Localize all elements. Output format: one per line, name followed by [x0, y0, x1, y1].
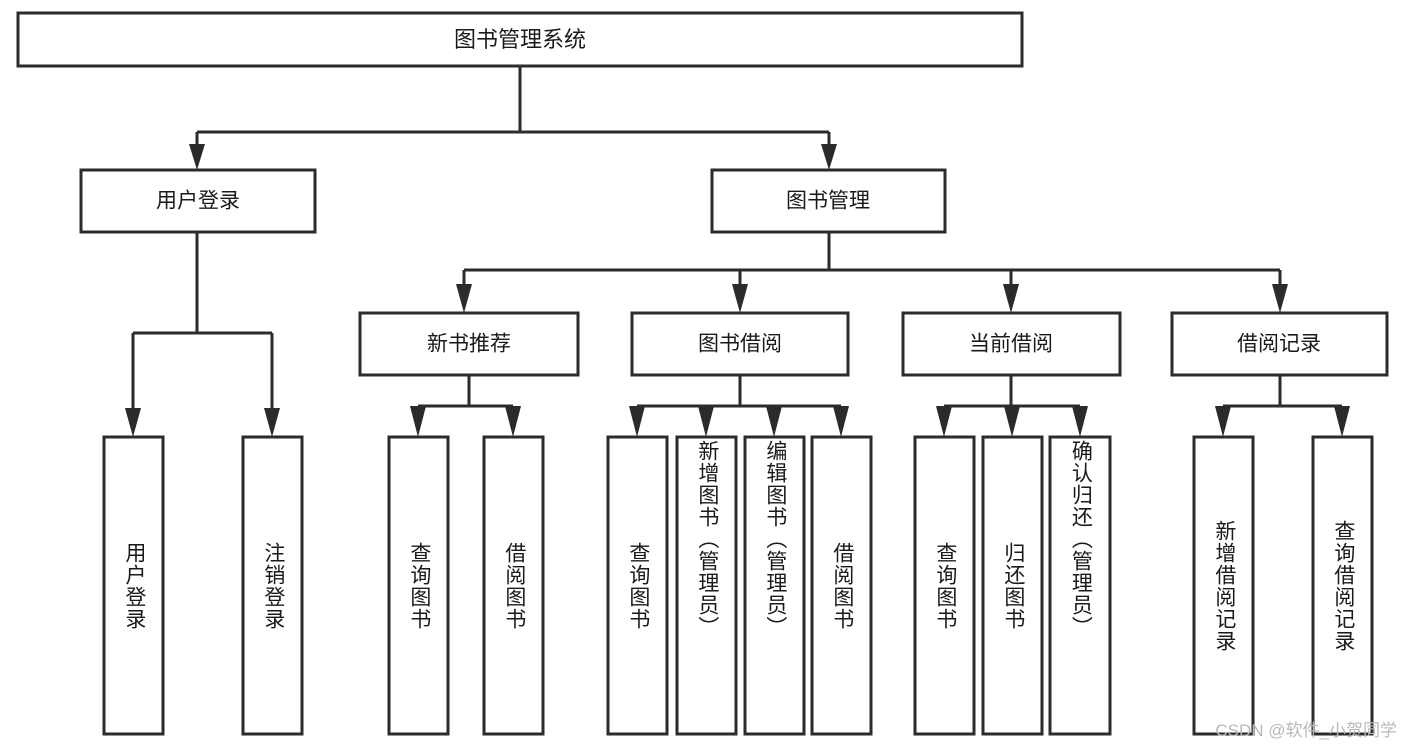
connectors-book-manage-to-level3: [456, 232, 1288, 313]
node-book-manage-label: 图书管理: [786, 190, 870, 213]
arrow-to-leaf-borrow-book-1: [505, 406, 521, 437]
connectors-root-to-level2: [189, 66, 837, 170]
leaf-user-login-box[interactable]: [102, 435, 165, 736]
node-book-borrow-label: 图书借阅: [698, 333, 782, 356]
arrow-to-leaf-query-book-1: [410, 406, 426, 437]
arrow-to-user-login: [189, 144, 205, 170]
connectors-current-borrow-to-leaves: [936, 375, 1088, 437]
node-user-login[interactable]: 用户登录: [79, 168, 317, 234]
node-borrow-record-box[interactable]: [1170, 311, 1389, 377]
node-new-book-rec-label: 新书推荐: [427, 333, 511, 356]
connectors-user-login-to-leaves: [125, 232, 280, 437]
arrow-to-leaf-edit-book: [766, 406, 782, 437]
leaf-query-book-2-box[interactable]: [606, 435, 669, 736]
leaf-logout-box[interactable]: [241, 435, 304, 736]
arrow-to-leaf-query-record: [1334, 406, 1350, 437]
csdn-watermark: CSDN @软件_小贺同学: [1215, 721, 1397, 740]
node-root[interactable]: 图书管理系统: [16, 11, 1024, 68]
arrow-to-leaf-logout: [264, 408, 280, 437]
node-current-borrow[interactable]: 当前借阅: [901, 311, 1122, 377]
node-user-login-label: 用户登录: [156, 190, 240, 213]
node-root-box[interactable]: [16, 11, 1024, 68]
leaf-query-record-box[interactable]: [1311, 435, 1374, 736]
arrow-to-leaf-query-book-3: [936, 406, 952, 437]
arrow-to-leaf-user-login: [125, 408, 141, 437]
connectors-borrow-record-to-leaves: [1215, 375, 1350, 437]
arrow-to-leaf-add-book: [698, 406, 714, 437]
arrow-to-new-book-rec: [456, 284, 472, 313]
leaf-borrow-book-1-box[interactable]: [482, 435, 545, 736]
arrow-to-book-borrow: [732, 284, 748, 313]
connectors-new-book-rec-to-leaves: [410, 375, 521, 437]
arrow-to-leaf-borrow-book-2: [833, 406, 849, 437]
node-book-manage[interactable]: 图书管理: [710, 168, 947, 234]
leaf-boxes: [102, 435, 1374, 736]
leaf-edit-book-box[interactable]: [743, 435, 806, 736]
leaf-add-record-box[interactable]: [1192, 435, 1255, 736]
node-new-book-rec-box[interactable]: [358, 311, 580, 377]
arrow-to-leaf-return-book: [1004, 406, 1020, 437]
arrow-to-leaf-confirm-return: [1072, 406, 1088, 437]
node-current-borrow-label: 当前借阅: [969, 333, 1053, 356]
node-root-label: 图书管理系统: [454, 27, 586, 52]
node-borrow-record-label: 借阅记录: [1237, 333, 1321, 356]
arrow-to-book-manage: [821, 144, 837, 170]
connectors-book-borrow-to-leaves: [629, 375, 849, 437]
leaf-borrow-book-2-box[interactable]: [810, 435, 873, 736]
node-current-borrow-box[interactable]: [901, 311, 1122, 377]
leaf-query-book-3-box[interactable]: [913, 435, 976, 736]
arrow-to-leaf-add-record: [1215, 406, 1231, 437]
node-book-borrow[interactable]: 图书借阅: [630, 311, 850, 377]
arrow-to-leaf-query-book-2: [629, 406, 645, 437]
arrow-to-current-borrow: [1003, 284, 1019, 313]
leaf-confirm-return-box[interactable]: [1048, 435, 1112, 736]
leaf-query-book-1-box[interactable]: [387, 435, 450, 736]
node-borrow-record[interactable]: 借阅记录: [1170, 311, 1389, 377]
node-book-borrow-box[interactable]: [630, 311, 850, 377]
node-new-book-rec[interactable]: 新书推荐: [358, 311, 580, 377]
node-book-manage-box[interactable]: [710, 168, 947, 234]
arrow-to-borrow-record: [1272, 284, 1288, 313]
leaf-return-book-box[interactable]: [981, 435, 1044, 736]
leaf-add-book-box[interactable]: [675, 435, 738, 736]
node-user-login-box[interactable]: [79, 168, 317, 234]
